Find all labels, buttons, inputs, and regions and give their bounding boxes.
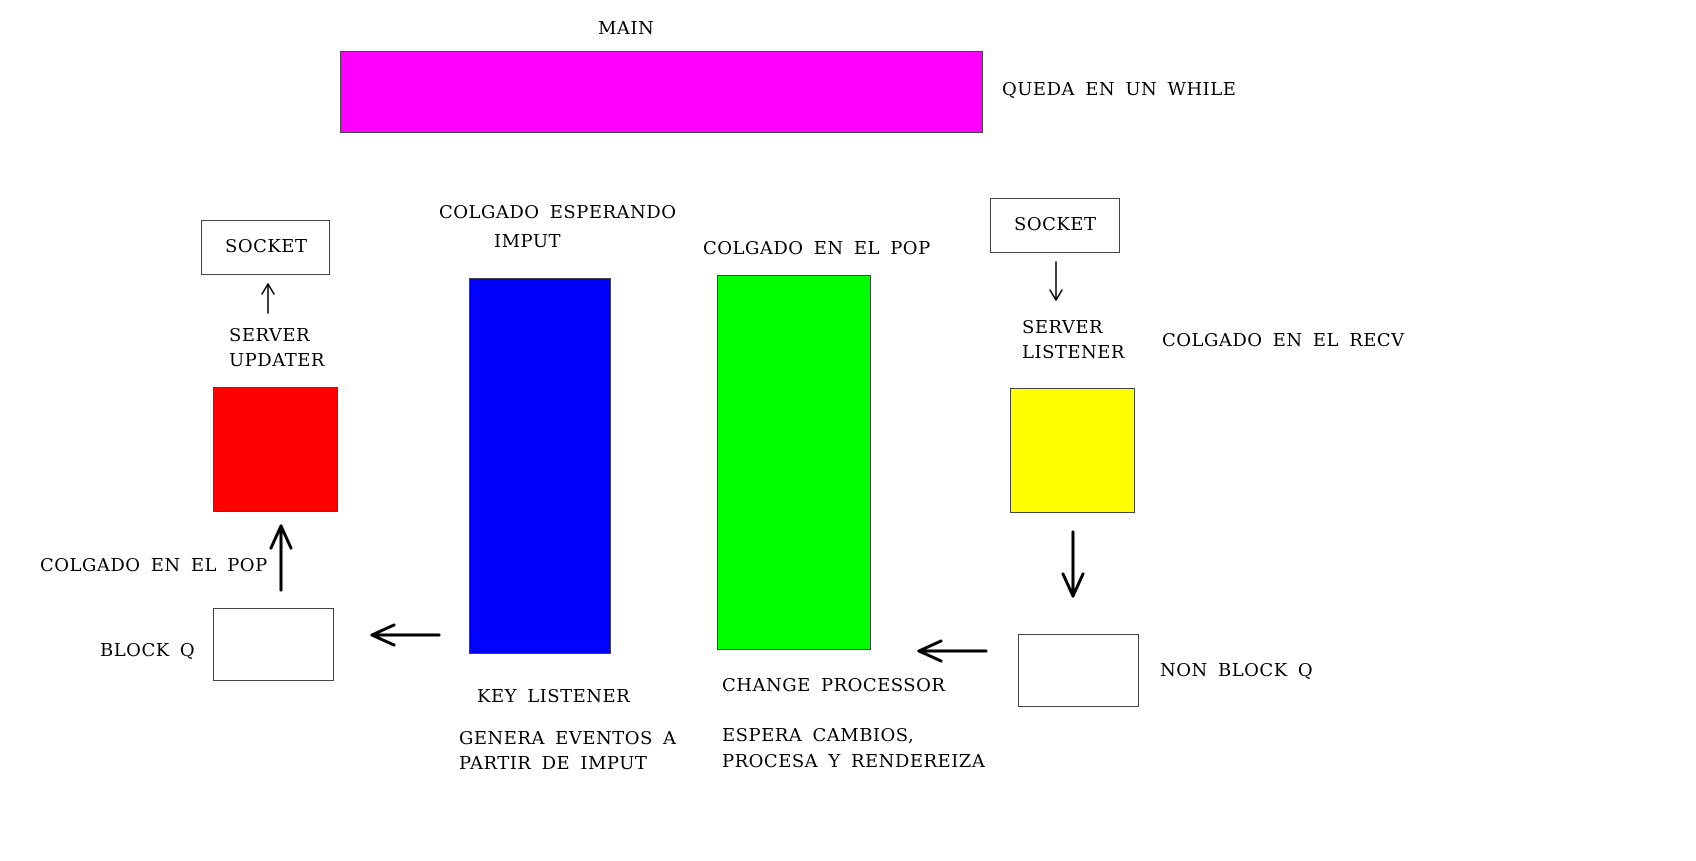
main-note: QUEDA EN UN WHILE [1002,79,1237,100]
socket-box-left [201,220,330,275]
server-updater-status: COLGADO EN EL POP [40,555,268,576]
server-listener-status: COLGADO EN EL RECV [1162,330,1405,351]
server-updater-name-line1: SERVER [229,325,311,346]
key-listener-status-line1: COLGADO ESPERANDO [439,202,677,223]
arrow-updater-to-socket [261,283,275,314]
change-processor-name: CHANGE PROCESSOR [722,675,946,696]
change-processor-bar [717,275,871,650]
server-listener-name-line1: SERVER [1022,317,1104,338]
socket-box-right [990,198,1120,253]
block-q-label: BLOCK Q [100,640,196,661]
key-listener-name: KEY LISTENER [477,686,631,707]
arrow-blockq-to-updater [269,524,293,592]
block-q-box [213,608,334,681]
arrow-nonblockq-to-processor [917,639,988,663]
non-block-q-box [1018,634,1139,707]
key-listener-desc-line1: GENERA EVENTOS A [459,728,677,749]
arrow-keylistener-to-blockq [370,623,441,647]
main-title: MAIN [598,18,655,39]
change-processor-desc-line2: PROCESA Y RENDEREIZA [722,751,986,772]
non-block-q-label: NON BLOCK Q [1160,660,1314,681]
socket-label-right: SOCKET [1014,214,1097,235]
server-listener-block [1010,388,1135,513]
main-thread-bar [340,51,983,133]
key-listener-bar [469,278,611,654]
key-listener-status-line2: IMPUT [494,231,562,252]
server-updater-name-line2: UPDATER [229,350,325,371]
arrow-listener-to-nonblockq [1061,530,1085,598]
server-updater-block [213,387,338,512]
change-processor-status: COLGADO EN EL POP [703,238,931,259]
arrow-socket-to-listener [1049,261,1063,301]
socket-label-left: SOCKET [225,236,308,257]
change-processor-desc-line1: ESPERA CAMBIOS, [722,725,915,746]
key-listener-desc-line2: PARTIR DE IMPUT [459,753,648,774]
server-listener-name-line2: LISTENER [1022,342,1125,363]
